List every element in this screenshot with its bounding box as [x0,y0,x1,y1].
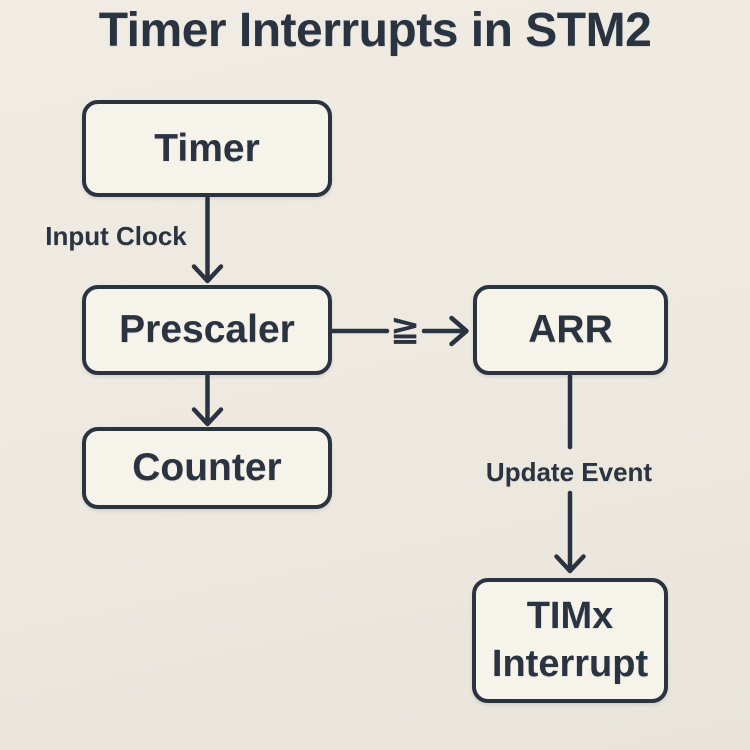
node-prescaler: Prescaler [82,285,332,375]
greater-equal-symbol: ≧ [389,307,421,349]
arrow-update-event-to-timx-head [554,554,586,574]
node-timer-label: Timer [154,126,260,170]
node-counter-label: Counter [132,446,282,489]
node-arr-label: ARR [528,308,613,351]
arrow-comparison-to-arr-head [449,315,469,347]
node-counter: Counter [82,427,332,509]
node-timx-interrupt: TIMx Interrupt [472,578,668,703]
edge-label-update-event: Update Event [485,457,653,487]
node-timx-interrupt-label: TIMx Interrupt [491,594,649,685]
node-prescaler-label: Prescaler [119,308,295,351]
arrow-timer-to-prescaler-head [191,264,224,284]
page-title: Timer Interrupts in STM2 [98,4,652,57]
arrow-prescaler-to-counter-head [191,407,224,427]
node-timer: Timer [82,100,332,197]
edge-label-input-clock: Input Clock [45,221,187,251]
node-arr: ARR [473,285,668,375]
